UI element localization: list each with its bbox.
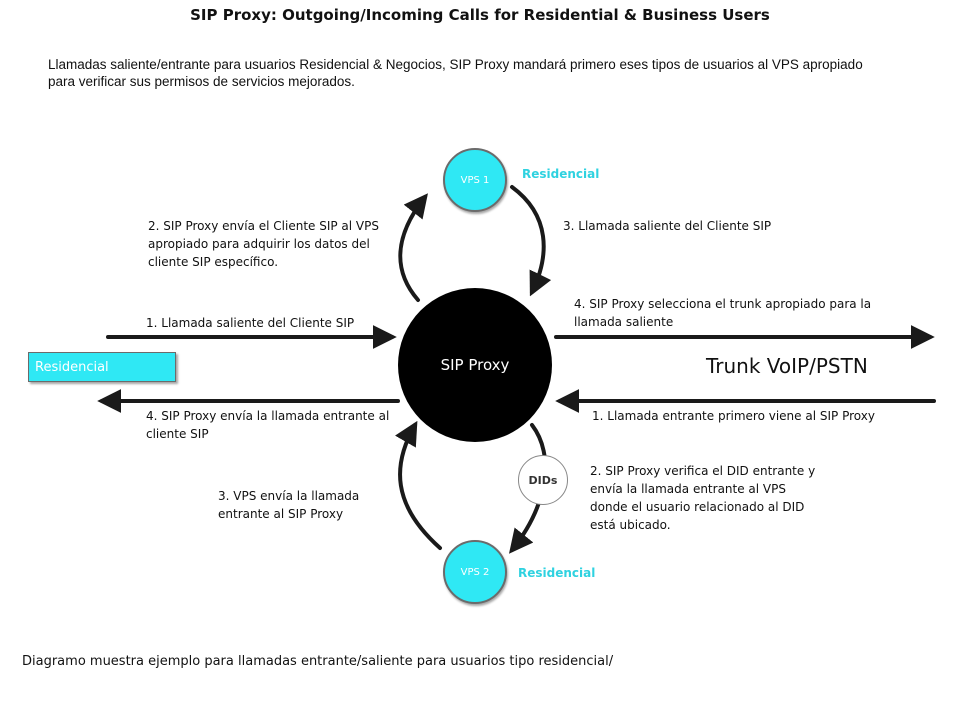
arrow-vps1-to-proxy: [510, 185, 552, 297]
label-out-4: 4. SIP Proxy selecciona el trunk apropia…: [574, 297, 872, 329]
trunk-voip-pstn-label: Trunk VoIP/PSTN: [706, 354, 868, 378]
label-out-2: 2. SIP Proxy envía el Cliente SIP al VPS…: [148, 219, 379, 269]
page-title: SIP Proxy: Outgoing/Incoming Calls for R…: [190, 6, 770, 24]
label-in-2: 2. SIP Proxy verifica el DID entrante y …: [590, 464, 816, 532]
label-out-3: 3. Llamada saliente del Cliente SIP: [563, 219, 772, 233]
label-in-3: 3. VPS envía la llamada entrante al SIP …: [218, 489, 360, 521]
label-in-4: 4. SIP Proxy envía la llamada entrante a…: [146, 409, 390, 441]
arrow-proxy-to-vps1: [398, 193, 428, 302]
vps1-node: VPS 1: [443, 148, 507, 212]
label-in-1: 1. Llamada entrante primero viene al SIP…: [592, 409, 875, 423]
residential-client-box: Residencial: [28, 352, 176, 382]
vps2-residential-tag: Residencial: [518, 566, 596, 580]
footer-note: Diagramo muestra ejemplo para llamadas e…: [22, 654, 614, 669]
vps1-residential-tag: Residencial: [522, 167, 600, 181]
label-out-1: 1. Llamada saliente del Cliente SIP: [146, 316, 355, 330]
sip-proxy-node: SIP Proxy: [398, 288, 552, 442]
vps2-node: VPS 2: [443, 540, 507, 604]
page-subtitle: Llamadas saliente/entrante para usuarios…: [48, 57, 863, 89]
dids-node: DIDs: [518, 455, 568, 505]
arrow-vps2-to-proxy: [395, 420, 442, 550]
